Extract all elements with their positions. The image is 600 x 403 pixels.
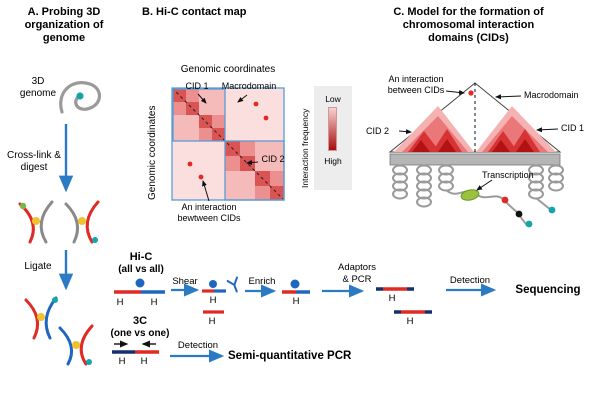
hic-fragment-icon xyxy=(114,278,165,294)
sequencing-result-label: Sequencing xyxy=(515,284,581,296)
hic-method-label: Hi-C xyxy=(129,251,153,263)
h-label: H xyxy=(388,293,396,304)
c3-scope-label: (one vs one) xyxy=(110,328,170,339)
workflow-graphics xyxy=(112,276,497,363)
h-label: H xyxy=(118,356,126,367)
semi-quantitative-pcr-label: Semi-quantitative PCR xyxy=(228,350,352,362)
macrodomain-map-label: Macrodomain xyxy=(221,81,277,91)
biotin-dot xyxy=(135,278,145,288)
map-leader-arrows xyxy=(197,93,259,202)
genome-3d-label: 3D genome xyxy=(19,76,57,99)
macrodomain-model-label: Macrodomain xyxy=(524,90,579,100)
cid2-mountains xyxy=(394,106,474,152)
legend-high-label: High xyxy=(324,156,342,166)
h-label: H xyxy=(150,297,158,308)
chromatin-fibers xyxy=(392,164,564,226)
cid1-map-label: CID 1 xyxy=(185,81,209,91)
detection-step-label: Detection xyxy=(449,275,491,286)
h-label: H xyxy=(116,297,124,308)
panel-a-title: A. Probing 3D organization of genome xyxy=(24,6,104,44)
adaptors-step-label-line2: & PCR xyxy=(342,274,372,285)
ligated-chromatin-icon xyxy=(24,296,94,366)
adaptor-fragments-icon xyxy=(376,287,432,314)
legend-gradient-bar xyxy=(328,107,337,151)
cid2-model-label: CID 2 xyxy=(366,126,390,136)
panel-a-graphics xyxy=(18,81,101,366)
cid2-map-label: CID 2 xyxy=(261,154,285,164)
transcription-arrow xyxy=(476,179,493,191)
cid1-mountains xyxy=(476,106,556,152)
genomic-coordinates-left-label: Genomic coordinates xyxy=(147,105,158,201)
h-label: H xyxy=(140,356,148,367)
enriched-fragment-icon xyxy=(282,279,310,294)
adaptors-step-label-line1: Adaptors xyxy=(337,262,377,273)
genome-3d-icon xyxy=(59,81,101,114)
digested-chromatin-icon xyxy=(18,200,100,244)
genome-bar xyxy=(389,153,561,166)
transcription-label: Transcription xyxy=(482,170,534,180)
contact-map xyxy=(171,86,352,202)
sheared-fragments-icon xyxy=(202,280,226,314)
legend-low-label: Low xyxy=(325,94,341,104)
c3-method-label: 3C xyxy=(132,315,148,327)
fiber-end-dots xyxy=(501,196,556,228)
cid-interaction-dots xyxy=(187,101,269,180)
cid1-box xyxy=(172,88,226,142)
map-diagonal-dashed-line xyxy=(171,87,285,201)
rna-polymerase-icon xyxy=(460,189,480,201)
macrodomain-box xyxy=(171,87,285,201)
legend-title: Interaction frequency xyxy=(300,108,310,188)
c3-fragment-icon xyxy=(112,340,159,354)
ligate-label: Ligate xyxy=(24,261,52,272)
h-label: H xyxy=(208,316,216,327)
panel-c-title: C. Model for the formation of chromosoma… xyxy=(393,6,544,44)
cid-interaction-model-label: An interaction between CIDs xyxy=(387,74,445,95)
cid-model xyxy=(388,82,564,228)
enrich-step-label: Enrich xyxy=(248,276,276,287)
h-label: H xyxy=(209,295,217,306)
cid1-model-label: CID 1 xyxy=(561,123,585,133)
antibody-icon xyxy=(226,276,238,293)
h-label: H xyxy=(406,316,414,327)
cid-interaction-map-label: An interaction bewtween CIDs xyxy=(177,202,241,223)
c3-detection-step-label: Detection xyxy=(177,340,219,351)
genomic-coordinates-top-label: Genomic coordinates xyxy=(180,64,276,75)
h-label: H xyxy=(292,296,300,307)
model-leader-arrows xyxy=(398,89,559,135)
shear-step-label: Shear xyxy=(172,276,198,287)
hic-scope-label: (all vs all) xyxy=(118,264,164,275)
crosslink-digest-label: Cross-link & digest xyxy=(7,150,61,173)
panel-b-title: B. Hi-C contact map xyxy=(142,6,247,18)
model-interaction-dot xyxy=(468,90,474,96)
